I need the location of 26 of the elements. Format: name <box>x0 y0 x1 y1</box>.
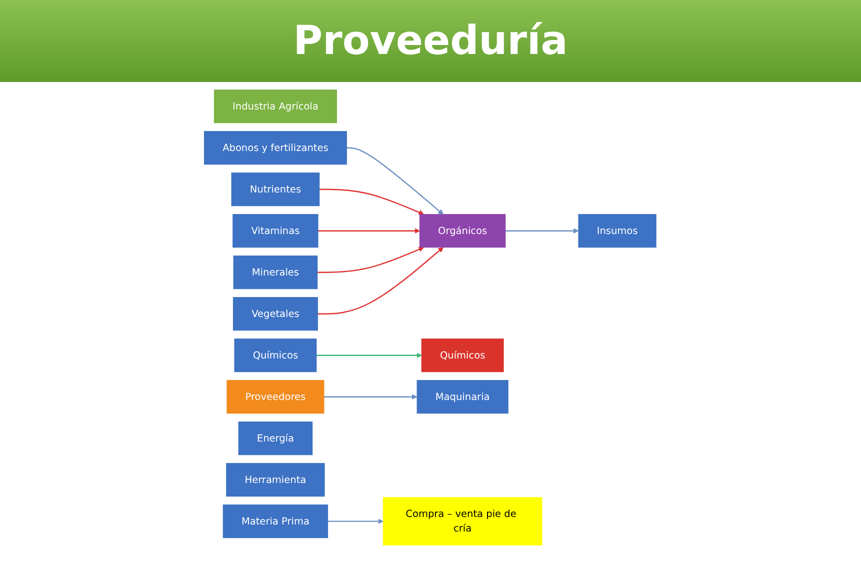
arrow <box>328 518 384 524</box>
node-box: Abonos y fertilizantes <box>204 130 348 164</box>
node-box: Herramienta <box>226 462 326 496</box>
node-box: Maquinaria <box>417 380 509 414</box>
arrow <box>318 228 420 234</box>
node-box: Vitaminas <box>232 214 319 248</box>
node-box: Nutrientes <box>232 172 320 206</box>
node-box: Orgánicos <box>420 214 506 248</box>
node-box: Energía <box>238 421 313 455</box>
node-box: Químicos <box>234 338 318 372</box>
node-box: Proveedores <box>227 380 325 414</box>
node-box: Insumos <box>578 214 657 248</box>
arrow <box>318 246 444 314</box>
node-box: Materia Prima <box>223 504 328 538</box>
arrow <box>318 246 424 272</box>
arrow <box>320 188 424 214</box>
arrow <box>506 228 580 234</box>
arrow <box>324 394 418 400</box>
node-box: Minerales <box>234 255 318 289</box>
node-box: Vegetales <box>233 296 318 330</box>
arrow <box>316 352 422 358</box>
node-box: Químicos <box>422 338 504 372</box>
arrow <box>346 146 444 214</box>
title-banner: Proveeduría <box>0 0 861 82</box>
node-box: Industria Agrícola <box>214 89 338 123</box>
node-box: Compra – venta pie de cría <box>383 496 543 545</box>
